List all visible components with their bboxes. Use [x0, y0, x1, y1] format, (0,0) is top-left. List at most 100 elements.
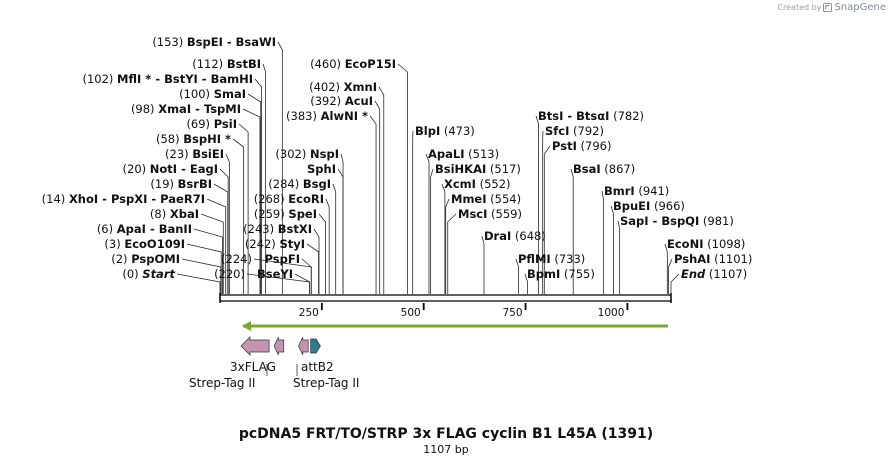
site-label: BsaI (867) — [573, 162, 635, 176]
site-leader-line — [213, 183, 229, 294]
snapgene-logo-icon — [823, 3, 833, 12]
site-leader-line — [374, 100, 381, 294]
site-label: BsiHKAI (517) — [435, 162, 521, 176]
map-title: pcDNA5 FRT/TO/STRP 3x FLAG cyclin B1 L45… — [238, 426, 654, 442]
site-leader-line — [277, 41, 283, 294]
site-leader-line — [262, 63, 267, 294]
site-leader-line — [515, 258, 520, 294]
site-label: (284) BsgI — [268, 177, 331, 191]
site-leader-line — [306, 243, 319, 294]
feature-label: attB2 — [301, 360, 334, 374]
snapgene-credit: Created by SnapGene — [777, 2, 886, 13]
site-label: (460) EcoP15I — [310, 57, 396, 71]
site-leader-line — [378, 86, 385, 294]
site-leader-line — [242, 108, 261, 294]
ruler: 250 500 750 1000 — [299, 303, 629, 319]
site-label: (3) EcoO109I — [104, 237, 185, 251]
site-leader-line — [193, 228, 223, 294]
site-label: ApaLI (513) — [428, 147, 499, 161]
site-leader-line — [206, 198, 227, 294]
ruler-tick-label: 750 — [503, 307, 523, 319]
site-label: DraI (648) — [484, 229, 546, 243]
site-label: (20) NotI - EagI — [123, 162, 218, 176]
orf-arrow-head — [242, 321, 251, 331]
site-label: (224) — [221, 252, 252, 266]
feature-arrow — [310, 338, 321, 354]
site-label: (392) AcuI — [310, 94, 373, 108]
site-label: (220) — [214, 267, 245, 281]
ruler-tick-label: 250 — [299, 307, 319, 319]
site-label: MmeI (554) — [451, 192, 521, 206]
site-label: (6) ApaI - BanII — [97, 222, 192, 236]
feature-arrow — [273, 336, 285, 356]
site-label: SphI — [307, 162, 336, 176]
site-label: (268) EcoRI — [254, 192, 324, 206]
restriction-sites: (153) BspEI - BsaWI(112) BstBI(102) MflI… — [42, 35, 752, 294]
site-label: (14) XhoI - PspXI - PaeR7I — [42, 192, 205, 206]
site-leader-line — [254, 78, 262, 294]
site-label: (383) AlwNI * — [286, 109, 368, 123]
feature-label: Strep-Tag II — [189, 376, 255, 390]
site-leader-line — [301, 258, 312, 294]
ruler-tick-label: 500 — [401, 307, 421, 319]
site-label: (69) PsiI — [186, 117, 237, 131]
site-label: BseYI — [257, 267, 293, 281]
site-label: XcmI (552) — [444, 177, 511, 191]
site-label: (259) SpeI — [254, 207, 317, 221]
site-label: (23) BsiEI — [165, 147, 224, 161]
site-leader-line — [369, 115, 377, 294]
ruler-tick-label: 1000 — [598, 307, 625, 319]
site-leader-line — [430, 168, 434, 294]
site-leader-line — [425, 153, 430, 294]
site-label: PstI (796) — [552, 139, 611, 153]
site-leader-line — [481, 235, 485, 294]
feature-arrow — [298, 336, 309, 356]
site-label: (100) SmaI — [179, 87, 246, 101]
site-leader-line — [670, 273, 680, 294]
credit-prefix: Created by — [777, 3, 822, 12]
credit-brand: SnapGene — [834, 2, 886, 13]
feature-arrow — [240, 336, 270, 356]
site-label: MscI (559) — [458, 207, 522, 221]
site-leader-line — [294, 273, 311, 294]
site-leader-line — [238, 123, 249, 294]
site-leader-line — [337, 168, 344, 294]
site-leader-line — [225, 153, 230, 294]
site-label: BpmI (755) — [527, 267, 595, 281]
site-label: PspFI — [265, 252, 300, 266]
site-label: (2) PspOMI — [111, 252, 180, 266]
site-leader-line — [397, 63, 408, 294]
site-leader-line — [535, 115, 539, 294]
site-leader-line — [247, 93, 262, 294]
site-label: BtsI - BtsαI (782) — [538, 109, 644, 123]
site-label: (112) BstBI — [192, 57, 261, 71]
site-leader-line — [318, 213, 326, 294]
site-label: (402) XmnI — [309, 80, 377, 94]
site-leader-line — [617, 220, 621, 294]
site-leader-line — [668, 258, 673, 294]
site-leader-line — [313, 228, 320, 294]
site-label: (242) StyI — [245, 237, 305, 251]
site-label: (58) BspHI * — [156, 132, 231, 146]
feature-label: Strep-Tag II — [293, 376, 359, 390]
site-label: EcoNI (1098) — [667, 237, 745, 251]
site-leader-line — [610, 205, 614, 294]
feature-label: 3xFLAG — [230, 360, 276, 374]
site-leader-line — [176, 273, 221, 294]
site-label: (19) BsrBI — [150, 177, 212, 191]
site-label: (102) MflI * - BstYI - BamHI — [82, 72, 253, 86]
site-leader-line — [601, 190, 604, 294]
site-leader-line — [232, 138, 245, 294]
site-label: End (1107) — [681, 267, 747, 281]
site-label: (302) NspI — [275, 147, 339, 161]
site-leader-line — [543, 145, 551, 294]
site-label: (98) XmaI - TspMI — [131, 102, 241, 116]
site-leader-line — [445, 198, 450, 294]
site-label: BpuEI (966) — [613, 199, 685, 213]
site-label: (0) Start — [122, 267, 175, 281]
site-leader-line — [325, 198, 330, 294]
site-leader-line — [186, 243, 222, 294]
site-label: BmrI (941) — [604, 184, 669, 198]
